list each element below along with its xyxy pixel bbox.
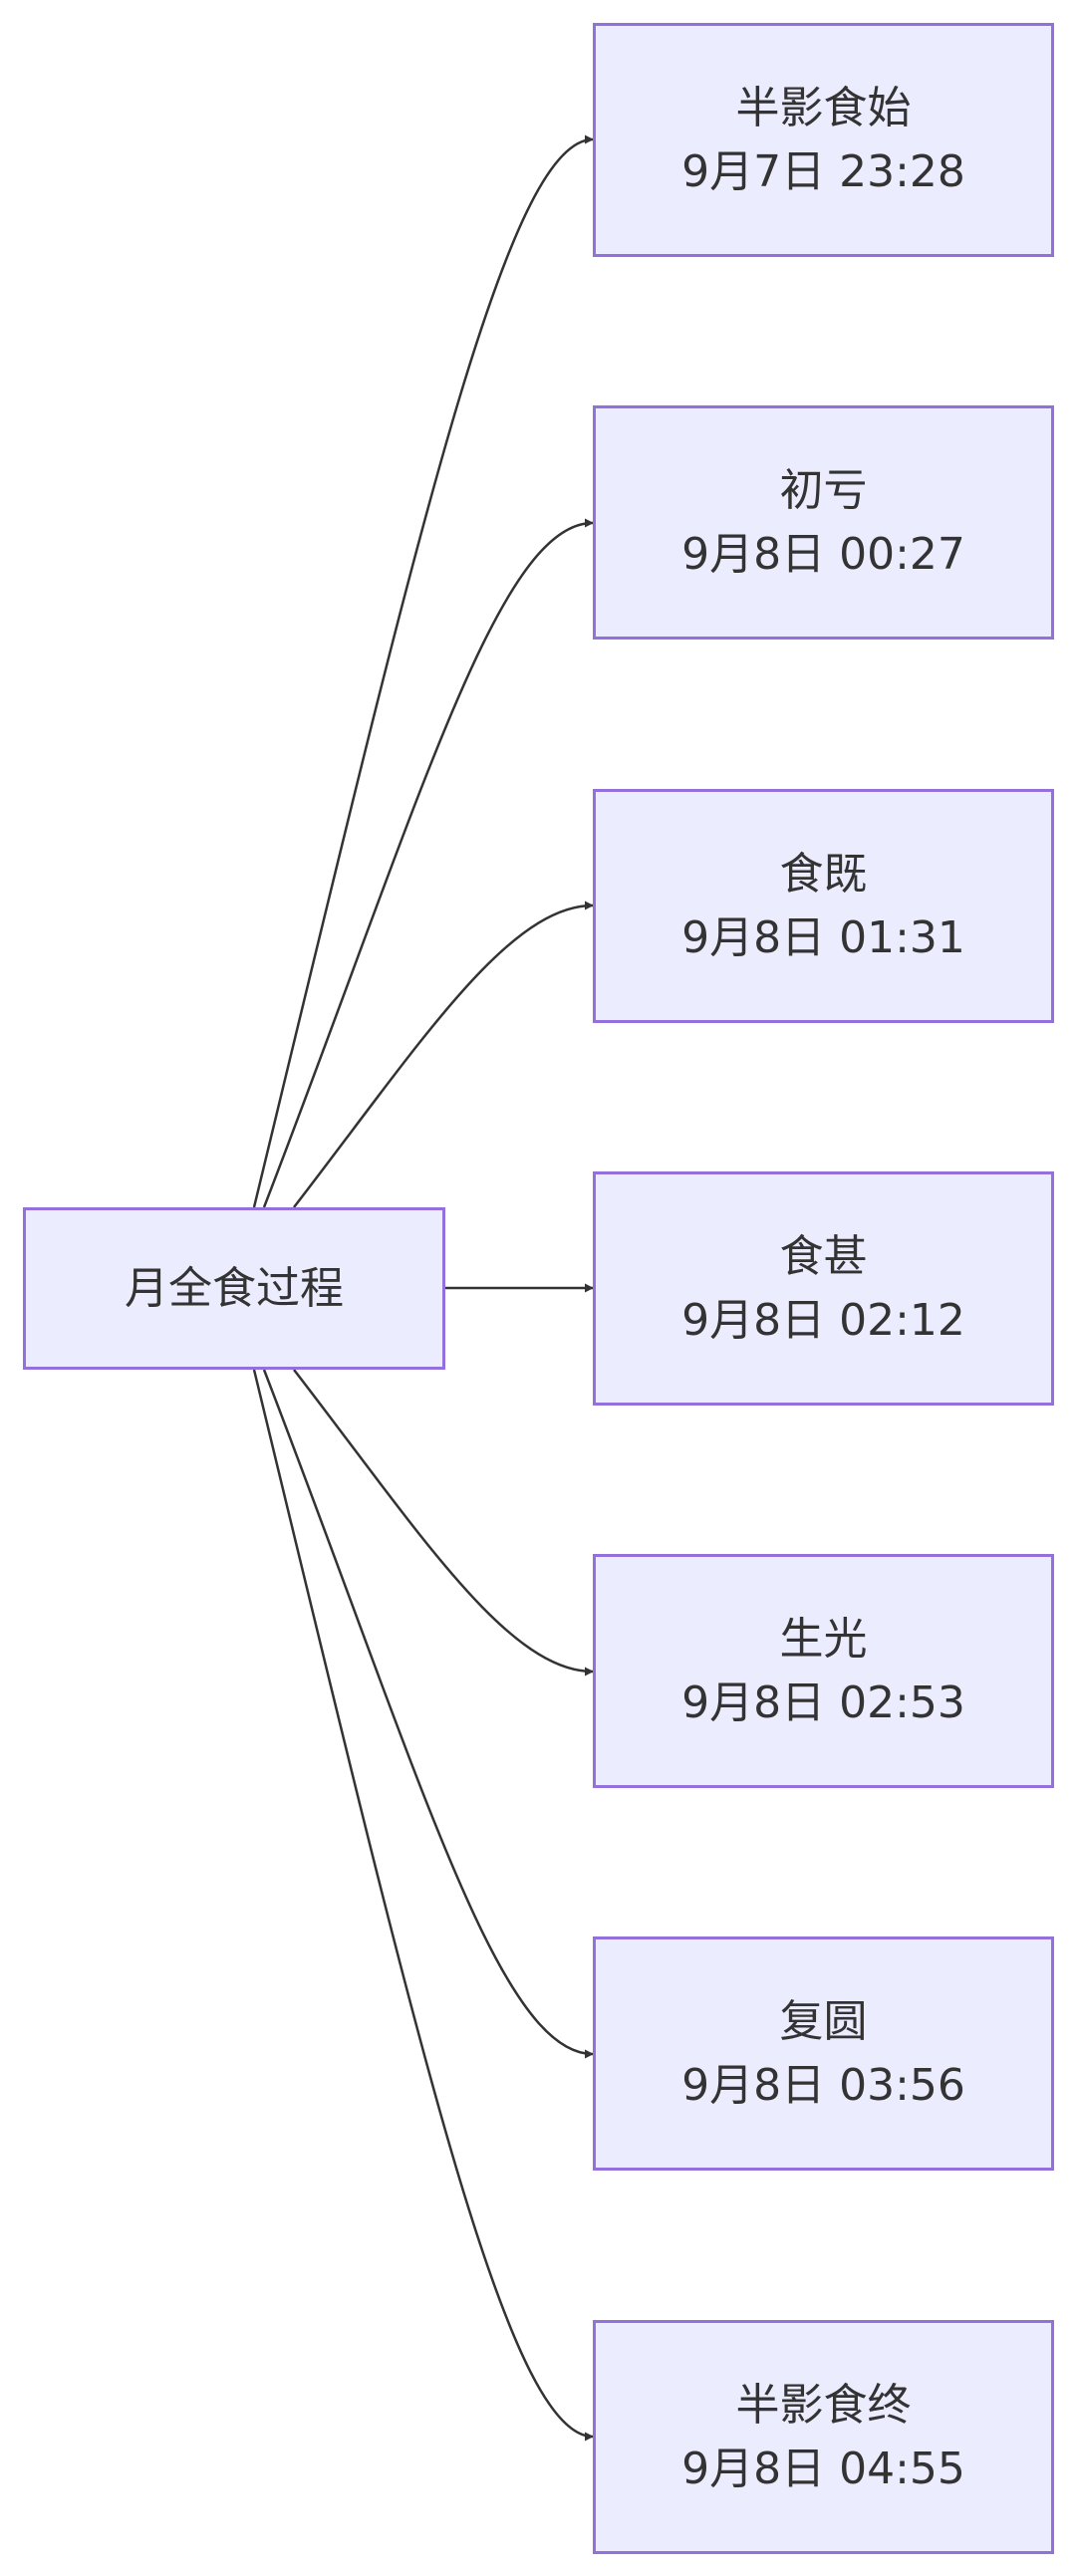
stage-time: 9月8日 01:31 <box>681 911 965 963</box>
stage-node-1: 半影食始 9月7日 23:28 <box>593 23 1054 257</box>
stage-time: 9月8日 04:55 <box>681 2443 965 2494</box>
stage-name: 半影食始 <box>735 82 912 133</box>
stage-node-5: 生光 9月8日 02:53 <box>593 1554 1054 1788</box>
stage-node-2: 初亏 9月8日 00:27 <box>593 405 1054 640</box>
edge-root-to-stage-2 <box>262 518 594 1208</box>
stage-name: 生光 <box>779 1613 868 1665</box>
stage-name: 食既 <box>779 848 868 900</box>
stage-node-3: 食既 9月8日 01:31 <box>593 789 1054 1023</box>
stage-name: 半影食终 <box>735 2379 912 2431</box>
stage-time: 9月8日 00:27 <box>681 528 965 580</box>
edge-root-to-stage-5 <box>293 1369 594 1676</box>
stage-time: 9月8日 02:12 <box>681 1294 965 1346</box>
stage-time: 9月8日 02:53 <box>681 1676 965 1728</box>
stage-name: 复圆 <box>779 1995 868 2047</box>
stage-time: 9月7日 23:28 <box>681 145 965 197</box>
edge-root-to-stage-7 <box>252 1369 594 2442</box>
root-label: 月全食过程 <box>125 1262 344 1314</box>
stage-node-7: 半影食终 9月8日 04:55 <box>593 2320 1054 2554</box>
stage-node-6: 复圆 9月8日 03:56 <box>593 1936 1054 2171</box>
stage-node-4: 食甚 9月8日 02:12 <box>593 1171 1054 1406</box>
edge-root-to-stage-6 <box>262 1369 594 2059</box>
root-node: 月全食过程 <box>23 1207 445 1370</box>
stage-name: 初亏 <box>779 464 868 516</box>
edge-root-to-stage-1 <box>252 134 594 1208</box>
stage-time: 9月8日 03:56 <box>681 2059 965 2111</box>
stage-name: 食甚 <box>779 1230 868 1282</box>
edge-root-to-stage-3 <box>293 901 594 1208</box>
